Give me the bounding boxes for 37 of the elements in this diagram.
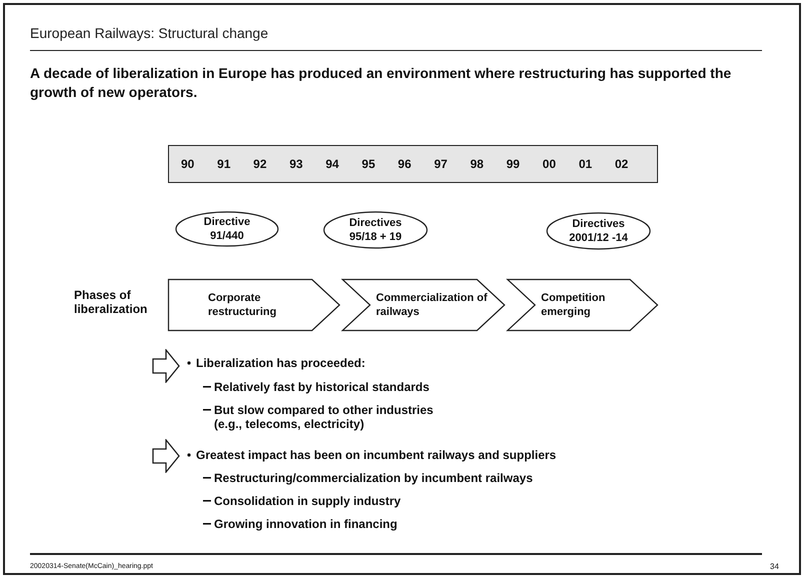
- headline: A decade of liberalization in Europe has produced an environment where restructuring has supported the growth of new operators.: [30, 64, 732, 102]
- slide-title: European Railways: Structural change: [30, 25, 268, 41]
- phase-label: Corporate restructuring: [208, 291, 278, 319]
- directive-ellipse: [175, 211, 279, 247]
- year-label: 95: [362, 157, 376, 171]
- year-label: 97: [434, 157, 448, 171]
- bullet-text: Greatest impact has been on incumbent railways and suppliers: [196, 448, 556, 462]
- directive-label: Directive 91/440: [202, 215, 252, 243]
- directive-label: Directives 95/18 + 19: [348, 216, 403, 244]
- year-label: 90: [181, 157, 196, 171]
- year-label: 92: [253, 157, 268, 171]
- sub-bullet-text: But slow compared to other industries (e.g., telecoms, electricity): [214, 403, 434, 431]
- sub-bullet-text: Growing innovation in financing: [214, 517, 398, 531]
- directive-ellipse: [323, 211, 428, 249]
- directive-label: Directives 2001/12 -14: [568, 217, 629, 245]
- year-label: 93: [289, 157, 304, 171]
- year-label: 91: [217, 157, 232, 171]
- year-label: 00: [542, 157, 557, 171]
- sub-bullet-text: Restructuring/commercialization by incumbent railways: [214, 471, 533, 485]
- page-number: 34: [770, 561, 779, 573]
- phase-step: [168, 279, 340, 331]
- phase-step: [507, 279, 658, 331]
- timeline-bar: [168, 145, 658, 183]
- sub-bullet-text: Relatively fast by historical standards: [214, 380, 430, 394]
- year-label: 98: [470, 157, 485, 171]
- year-label: 01: [578, 157, 594, 171]
- year-label: 96: [398, 157, 412, 171]
- row-label: Phases of liberalization: [74, 288, 148, 316]
- directive-ellipse: [546, 212, 651, 250]
- year-label: 94: [326, 157, 340, 171]
- phase-label: Competition emerging: [541, 291, 606, 319]
- phase-step: [342, 279, 505, 331]
- bullet-text: Liberalization has proceeded:: [196, 356, 366, 370]
- year-label: 02: [614, 157, 630, 171]
- sub-bullet-text: Consolidation in supply industry: [214, 494, 401, 508]
- year-label: 99: [506, 157, 521, 171]
- phase-label: Commercialization of railways: [376, 291, 488, 319]
